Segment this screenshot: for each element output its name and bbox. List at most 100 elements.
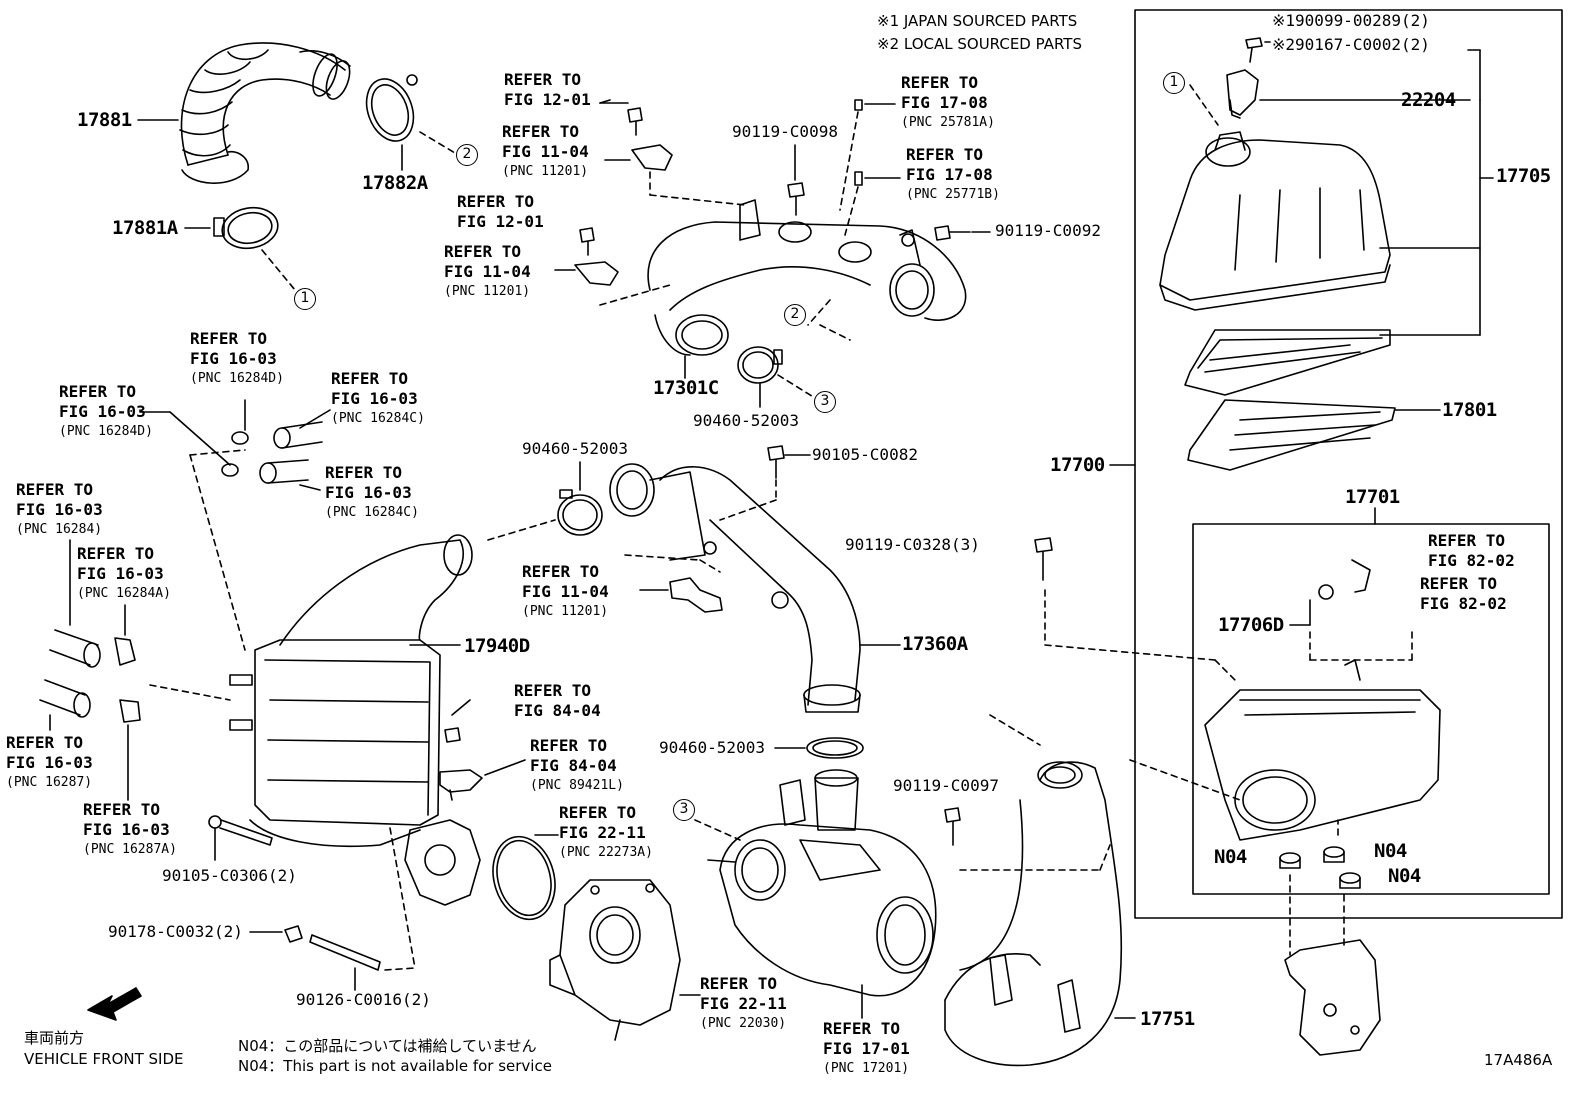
part-n04-right-top[interactable]: N04 bbox=[1374, 840, 1407, 862]
bolt-90119-C0097-drawing bbox=[944, 807, 961, 846]
part-17360A[interactable]: 17360A bbox=[902, 633, 968, 655]
grommet-n04-drawing bbox=[1279, 846, 1361, 889]
part-17301C[interactable]: 17301C bbox=[653, 377, 719, 399]
clamp-17882A-drawing bbox=[365, 74, 418, 142]
part-90178-C0032[interactable]: 90178-C0032(2) bbox=[108, 922, 243, 941]
air-cleaner-cap-17705-drawing bbox=[1159, 131, 1391, 311]
n04-note-en: N04：This part is not available for servi… bbox=[238, 1057, 552, 1075]
n04-note-jp: N04：この部品については補給していません bbox=[238, 1037, 537, 1055]
part-90126-C0016[interactable]: 90126-C0016(2) bbox=[296, 990, 431, 1009]
callout-3-top: 3 bbox=[814, 391, 836, 413]
bolt-90099-drawing bbox=[1245, 37, 1263, 63]
legend-japan-sourced: ※1 JAPAN SOURCED PARTS bbox=[877, 12, 1078, 30]
assembly-17700-frame bbox=[1134, 9, 1563, 919]
part-90119-C0098[interactable]: 90119-C0098 bbox=[732, 122, 838, 141]
callout-2-mid: 2 bbox=[784, 304, 806, 326]
intercooler-17940D-drawing bbox=[229, 534, 473, 848]
part-90460-52003-bottom[interactable]: 90460-52003 bbox=[659, 738, 765, 757]
part-17801[interactable]: 17801 bbox=[1442, 399, 1497, 421]
part-90119-C0092[interactable]: 90119-C0092 bbox=[995, 221, 1101, 240]
air-cleaner-case-17701-drawing bbox=[1204, 559, 1441, 841]
part-22204[interactable]: 22204 bbox=[1401, 89, 1456, 111]
bolt-part-local[interactable]: ※290167-C0002(2) bbox=[1272, 35, 1430, 54]
throttle-body-22030-drawing bbox=[549, 879, 681, 1041]
pipe-17360A-drawing bbox=[609, 463, 861, 713]
part-17700[interactable]: 17700 bbox=[1050, 454, 1105, 476]
air-filter-17801-drawing bbox=[1184, 329, 1396, 471]
front-direction-arrow bbox=[87, 987, 142, 1021]
part-90460-52003-mid[interactable]: 90460-52003 bbox=[522, 439, 628, 458]
part-17881A[interactable]: 17881A bbox=[112, 217, 178, 239]
throttle-adapter-drawing bbox=[404, 819, 481, 906]
air-hose-17881-drawing bbox=[179, 42, 351, 184]
bolt-90105-C0306-drawing bbox=[208, 815, 273, 846]
bolt-90119-C0092-drawing bbox=[934, 225, 971, 241]
callout-1-left: 1 bbox=[294, 288, 316, 310]
gasket-22273A-drawing bbox=[492, 835, 556, 921]
part-17751[interactable]: 17751 bbox=[1140, 1008, 1195, 1030]
sensor-11201-top-drawing bbox=[574, 144, 673, 286]
bolt-90105-C0082-drawing bbox=[767, 445, 785, 479]
part-17701[interactable]: 17701 bbox=[1345, 486, 1400, 508]
callout-2-top: 2 bbox=[456, 144, 478, 166]
part-17882A[interactable]: 17882A bbox=[362, 172, 428, 194]
part-90105-C0306[interactable]: 90105-C0306(2) bbox=[162, 866, 297, 885]
sensor-11201-mid-drawing bbox=[669, 577, 723, 613]
part-17705[interactable]: 17705 bbox=[1496, 165, 1551, 187]
clamp-90460-top-drawing bbox=[737, 346, 783, 384]
callout-3-bottom: 3 bbox=[673, 799, 695, 821]
part-n04-left[interactable]: N04 bbox=[1214, 846, 1247, 868]
part-17940D[interactable]: 17940D bbox=[464, 635, 530, 657]
vehicle-front-en: VEHICLE FRONT SIDE bbox=[24, 1050, 184, 1068]
callout-1-top: 1 bbox=[1163, 72, 1185, 94]
bolt-90119-C0098-drawing bbox=[787, 182, 805, 216]
turbocharger-drawing bbox=[707, 769, 937, 997]
part-17881[interactable]: 17881 bbox=[77, 109, 132, 131]
clamp-17881A-drawing bbox=[213, 206, 279, 250]
nut-90178-C0032-drawing bbox=[284, 925, 303, 943]
sensor-22204-drawing bbox=[1226, 69, 1259, 119]
bolt-12-01-top-drawing bbox=[579, 107, 643, 256]
vehicle-front-jp: 車両前方 bbox=[24, 1029, 85, 1047]
bolt-90119-C0328-drawing bbox=[1034, 537, 1053, 581]
sensor-89421L-drawing bbox=[439, 727, 483, 801]
part-90119-C0097[interactable]: 90119-C0097 bbox=[893, 776, 999, 795]
hose-25781A-drawing bbox=[854, 99, 863, 186]
air-duct-17751-drawing bbox=[944, 761, 1123, 1067]
part-17706D[interactable]: 17706D bbox=[1218, 614, 1284, 636]
stud-90126-C0016-drawing bbox=[309, 934, 381, 971]
bolt-part-japan[interactable]: ※190099-00289(2) bbox=[1272, 11, 1430, 30]
part-90460-52003-top[interactable]: 90460-52003 bbox=[693, 411, 799, 430]
figure-code: 17A486A bbox=[1484, 1051, 1553, 1069]
part-90119-C0328[interactable]: 90119-C0328(3) bbox=[845, 535, 980, 554]
bracket-drawing bbox=[1284, 939, 1381, 1056]
part-n04-right-bottom[interactable]: N04 bbox=[1388, 865, 1421, 887]
gasket-90460-bottom-drawing bbox=[806, 737, 864, 759]
part-90105-C0082[interactable]: 90105-C0082 bbox=[812, 445, 918, 464]
clamp-90460-mid-drawing bbox=[557, 489, 603, 536]
